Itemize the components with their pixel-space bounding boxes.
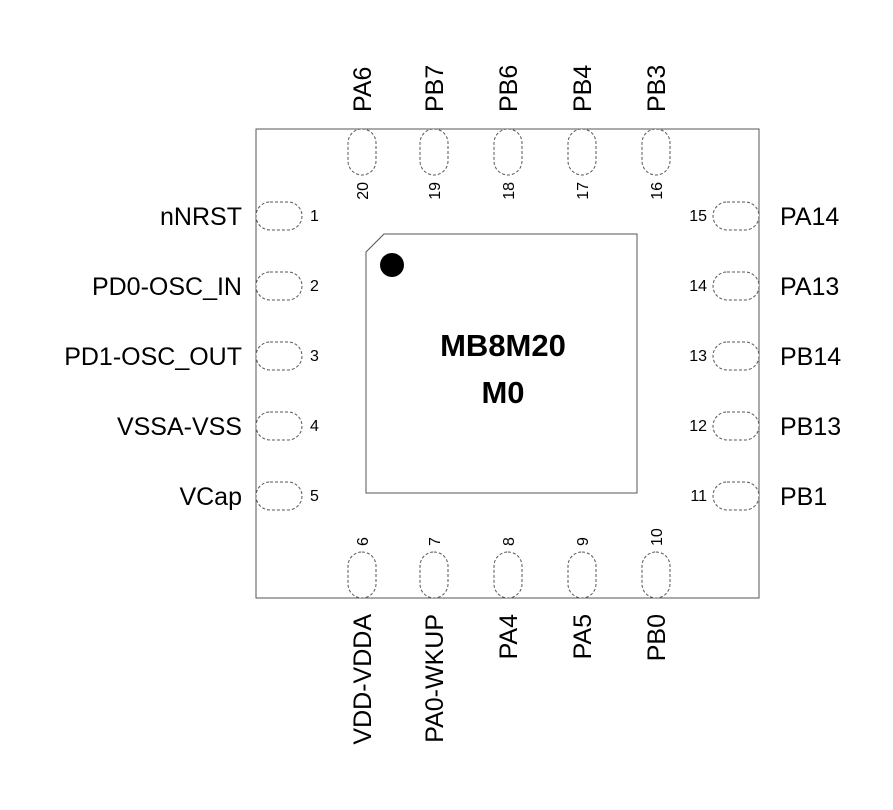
pin-pad-4 xyxy=(255,411,303,441)
pin-pad-5 xyxy=(255,481,303,511)
pin-label-2: PD0-OSC_IN xyxy=(92,273,242,301)
pin-label-3: PD1-OSC_OUT xyxy=(64,343,242,371)
pin1-marker-dot xyxy=(380,253,404,277)
pin-label-11: PB1 xyxy=(780,483,827,511)
pin-number-19: 19 xyxy=(427,182,444,200)
pin-number-20: 20 xyxy=(355,182,372,200)
pin-number-13: 13 xyxy=(689,348,707,365)
pin-pad-19 xyxy=(419,128,449,176)
pin-label-12: PB13 xyxy=(780,413,841,441)
pin-pad-7 xyxy=(419,551,449,599)
pin-pad-10 xyxy=(641,551,671,599)
chip-name-line2: M0 xyxy=(481,375,524,410)
pin-number-8: 8 xyxy=(501,537,518,546)
pin-pad-1 xyxy=(255,201,303,231)
pin-pad-8 xyxy=(493,551,523,599)
pin-number-14: 14 xyxy=(689,278,707,295)
pin-label-5: VCap xyxy=(179,483,242,511)
pin-pad-2 xyxy=(255,271,303,301)
pin-pad-6 xyxy=(347,551,377,599)
pin-number-11: 11 xyxy=(690,488,707,505)
pin-label-17: PB4 xyxy=(569,65,597,112)
pin-label-14: PA13 xyxy=(780,273,839,301)
pin-label-20: PA6 xyxy=(349,67,377,112)
pin-pad-16 xyxy=(641,128,671,176)
pin-pad-9 xyxy=(567,551,597,599)
pin-pad-13 xyxy=(712,341,760,371)
pin-label-13: PB14 xyxy=(780,343,841,371)
pin-number-3: 3 xyxy=(310,348,319,365)
pin-pad-12 xyxy=(712,411,760,441)
pin-pad-3 xyxy=(255,341,303,371)
pin-label-1: nNRST xyxy=(160,203,242,231)
pins-group: 1nNRST2PD0-OSC_IN3PD1-OSC_OUT4VSSA-VSS5V… xyxy=(64,65,841,745)
pin-number-5: 5 xyxy=(310,488,319,505)
pin-pad-15 xyxy=(712,201,760,231)
pin-pad-20 xyxy=(347,128,377,176)
pin-number-16: 16 xyxy=(649,182,666,200)
pin-number-2: 2 xyxy=(310,278,319,295)
pin-number-10: 10 xyxy=(649,528,666,546)
pin-number-17: 17 xyxy=(575,182,592,200)
pin-label-8: PA4 xyxy=(495,614,523,659)
pin-number-1: 1 xyxy=(310,208,319,225)
pin-number-4: 4 xyxy=(310,418,319,435)
pin-label-10: PB0 xyxy=(643,614,671,661)
pin-label-19: PB7 xyxy=(421,65,449,112)
die-pad xyxy=(365,233,638,494)
pin-pad-17 xyxy=(567,128,597,176)
pin-number-7: 7 xyxy=(427,537,444,546)
pin-label-15: PA14 xyxy=(780,203,839,231)
pin-pad-18 xyxy=(493,128,523,176)
pin-number-18: 18 xyxy=(501,182,518,200)
pin-pad-14 xyxy=(712,271,760,301)
pin-number-15: 15 xyxy=(689,208,707,225)
chip-name-line1: MB8M20 xyxy=(440,328,566,363)
pin-pad-11 xyxy=(712,481,760,511)
pin-number-9: 9 xyxy=(575,537,592,546)
pin-label-18: PB6 xyxy=(495,65,523,112)
pin-label-6: VDD-VDDA xyxy=(349,614,377,745)
pin-number-6: 6 xyxy=(355,537,372,546)
pin-label-4: VSSA-VSS xyxy=(117,413,242,441)
pin-label-7: PA0-WKUP xyxy=(421,614,449,743)
pin-label-16: PB3 xyxy=(643,65,671,112)
pin-label-9: PA5 xyxy=(569,614,597,659)
pin-number-12: 12 xyxy=(689,418,707,435)
